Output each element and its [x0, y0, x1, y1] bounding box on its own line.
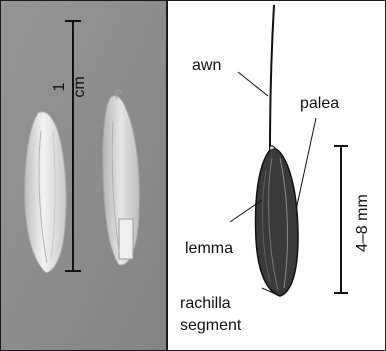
figure: 1 cm awn palea lemma rachilla segment 4–… — [0, 0, 386, 351]
figure-border — [0, 0, 386, 351]
